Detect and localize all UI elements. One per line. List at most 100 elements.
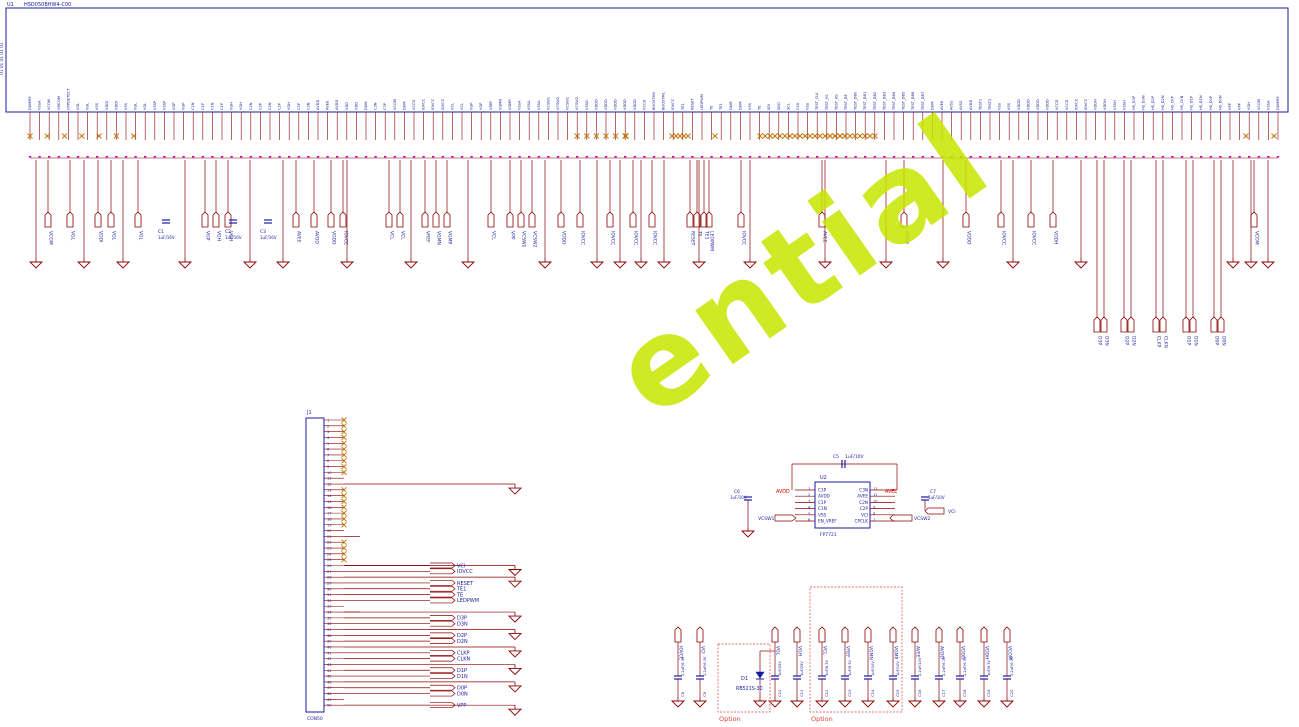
pin-marker <box>393 156 396 158</box>
pin-marker <box>240 156 243 158</box>
pin-marker <box>422 156 425 158</box>
pin-marker <box>681 156 684 158</box>
net-name: VPP <box>510 231 516 240</box>
wire <box>574 133 581 139</box>
pin-marker <box>508 156 512 158</box>
net-flag: IOVCC <box>606 211 616 245</box>
diode-part: RB521S-30 <box>736 686 763 692</box>
u1-pin-name: VDDD <box>633 99 637 110</box>
net-name: D0P <box>1214 336 1220 345</box>
no-connect-mark <box>130 133 137 139</box>
pin-marker <box>595 156 598 158</box>
net-name: VCOM <box>1254 231 1260 245</box>
cap-value: 2.2uF/6.3V <box>681 656 685 676</box>
u1-pin-name: HS_CKP <box>1170 95 1174 110</box>
cap-ref: C19 <box>986 689 991 697</box>
wire <box>777 133 783 139</box>
net-flag-shape <box>1159 316 1167 333</box>
no-connect-mark <box>685 133 691 139</box>
no-connect-mark <box>787 133 793 139</box>
no-connect-mark <box>673 133 679 139</box>
net-flag-shape <box>517 211 525 228</box>
wire <box>341 521 347 528</box>
wire <box>341 487 347 493</box>
ground-symbol <box>339 258 355 269</box>
j1-pin-number: 13 <box>327 488 332 492</box>
u1-pin-name: C1P <box>220 102 224 110</box>
pin-marker <box>777 156 780 158</box>
no-connect-mark <box>847 133 853 139</box>
wire <box>341 452 347 458</box>
net-flag-shape <box>629 211 637 228</box>
j1-pin-number: 44 <box>327 669 332 673</box>
net-name: D1N <box>1193 336 1199 346</box>
ground-triangle <box>931 700 947 708</box>
j1-pin-number: 15 <box>327 500 332 504</box>
net-name: IOVCC <box>1001 231 1007 245</box>
u1-pin-name: AVEE <box>326 100 330 110</box>
j1-pin-number: 21 <box>327 535 332 539</box>
pin-marker <box>432 156 435 158</box>
net-flag: D1P <box>1182 316 1192 345</box>
pin-marker <box>230 156 233 158</box>
pin-marker <box>710 156 713 158</box>
net-name: AVDD <box>904 231 910 244</box>
no-connect-mark <box>757 133 763 139</box>
u1-pin-name: AVDD <box>335 100 339 110</box>
j1-pin-number: 12 <box>327 483 332 487</box>
u1-pin-name: TEST_DB5 <box>902 92 906 111</box>
u1-pin-name: C2P <box>278 102 282 110</box>
pin-marker <box>384 156 387 158</box>
ground-symbol <box>507 565 523 577</box>
u2-charge-pump: U2FP7721C3P1AVDD2C1P3C1N4VSS5EN_VREF6C3N… <box>730 454 956 538</box>
cap-ref: C3 <box>260 229 266 235</box>
pin-marker <box>1008 156 1011 158</box>
u1-pin-name: HS_D2N <box>1161 95 1165 110</box>
ground-triangle <box>742 261 758 269</box>
wire <box>341 428 347 435</box>
ground-symbol <box>837 697 853 708</box>
u2-pin-num: 12 <box>873 487 878 491</box>
u1-pin-name: TEST_DB4 <box>892 91 896 111</box>
net-flag: VREF <box>421 211 431 243</box>
u1-pin-name: HS_D0N <box>1218 95 1222 110</box>
ground-triangle <box>740 530 756 538</box>
pin-marker <box>1257 156 1260 158</box>
j1-net-name: TE <box>456 592 463 598</box>
j1-pin-number: 49 <box>327 698 332 702</box>
pin-marker <box>307 156 310 158</box>
pin-marker <box>268 156 272 158</box>
net-flag-shape <box>66 211 74 228</box>
pin-marker <box>825 156 828 158</box>
pin-marker <box>38 156 41 158</box>
wire <box>583 133 590 139</box>
ground-triangle <box>1073 261 1089 269</box>
pin-marker <box>1238 156 1241 158</box>
ground-triangle <box>507 667 523 676</box>
net-name: IOVCC <box>580 231 586 245</box>
u1-pin-name: DUM <box>364 102 368 111</box>
pin-marker <box>28 156 32 158</box>
ground-symbol <box>1225 258 1241 269</box>
pin-marker <box>345 156 348 158</box>
u1-pin-name: VDDI <box>114 101 118 110</box>
u1-pin-name: CSX <box>796 102 800 110</box>
net-flag: VDDH <box>1049 211 1059 244</box>
wire <box>44 133 51 139</box>
net-flag: VCOM <box>1003 626 1013 660</box>
ground-symbol <box>952 697 968 708</box>
ground-triangle <box>177 261 193 269</box>
net-flag: VDDD <box>956 626 966 660</box>
u1-pin-name: VSSA <box>518 100 522 110</box>
ground-symbol <box>860 697 876 708</box>
net-name: VGL <box>70 231 76 241</box>
cap-ref: C10 <box>777 689 782 697</box>
u2-pin-num: 5 <box>808 512 810 516</box>
wire <box>593 133 600 139</box>
net-flag-shape <box>648 211 656 228</box>
u2-pin-num: 7 <box>873 518 875 522</box>
u1-pin-name: VDDH <box>1094 99 1098 110</box>
net-flag-shape <box>606 211 614 228</box>
u1-pin-name: TEST1 <box>978 99 982 111</box>
j1-pin-number: 39 <box>327 640 332 644</box>
